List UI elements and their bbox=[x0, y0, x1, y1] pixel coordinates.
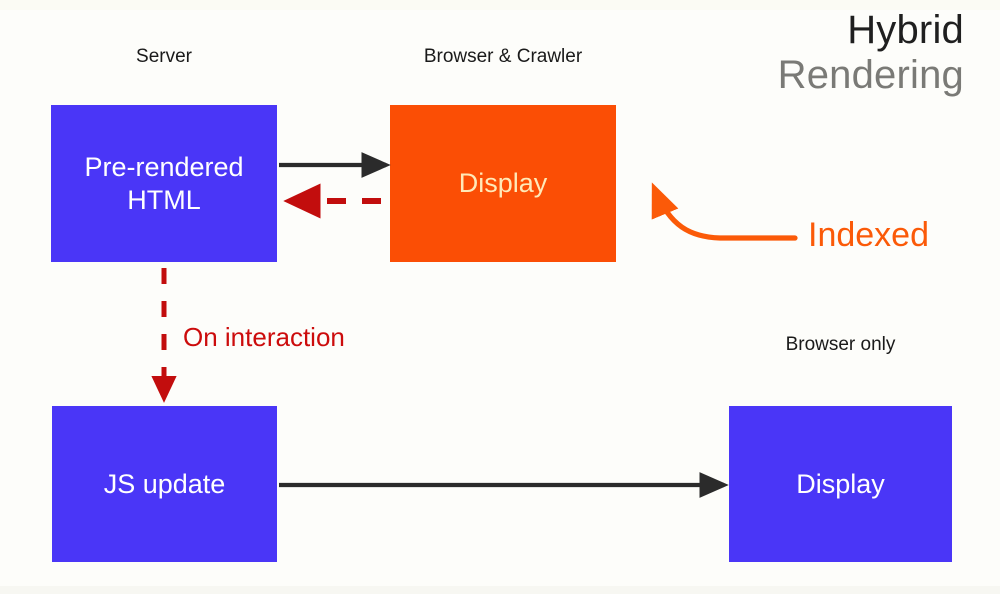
arrow-indexed-curve bbox=[651, 182, 798, 241]
node-display-top-label: Display bbox=[458, 168, 548, 199]
label-indexed: Indexed bbox=[808, 216, 929, 254]
title-line-rendering: Rendering bbox=[777, 52, 964, 97]
top-edge-band bbox=[0, 0, 1000, 10]
node-pre-rendered-html-line1: Pre-rendered bbox=[84, 151, 244, 182]
node-pre-rendered-html: Pre-rendered HTML bbox=[51, 105, 277, 262]
label-on-interaction: On interaction bbox=[183, 322, 345, 352]
bottom-edge-band bbox=[0, 586, 1000, 594]
caption-browser-crawler: Browser & Crawler bbox=[423, 46, 583, 67]
caption-server: Server bbox=[136, 46, 192, 67]
node-pre-rendered-html-line2: HTML bbox=[127, 184, 201, 215]
node-display-bottom: Display bbox=[729, 406, 952, 562]
caption-browser-only: Browser only bbox=[785, 334, 896, 355]
node-js-update: JS update bbox=[52, 406, 277, 562]
diagram-title: Hybrid Rendering bbox=[778, 8, 964, 98]
title-line-hybrid: Hybrid bbox=[847, 8, 964, 52]
node-pre-rendered-html-label: Pre-rendered HTML bbox=[84, 151, 243, 217]
node-display-top: Display bbox=[390, 105, 616, 262]
node-display-bottom-label: Display bbox=[796, 468, 885, 499]
node-js-update-label: JS update bbox=[103, 468, 226, 499]
